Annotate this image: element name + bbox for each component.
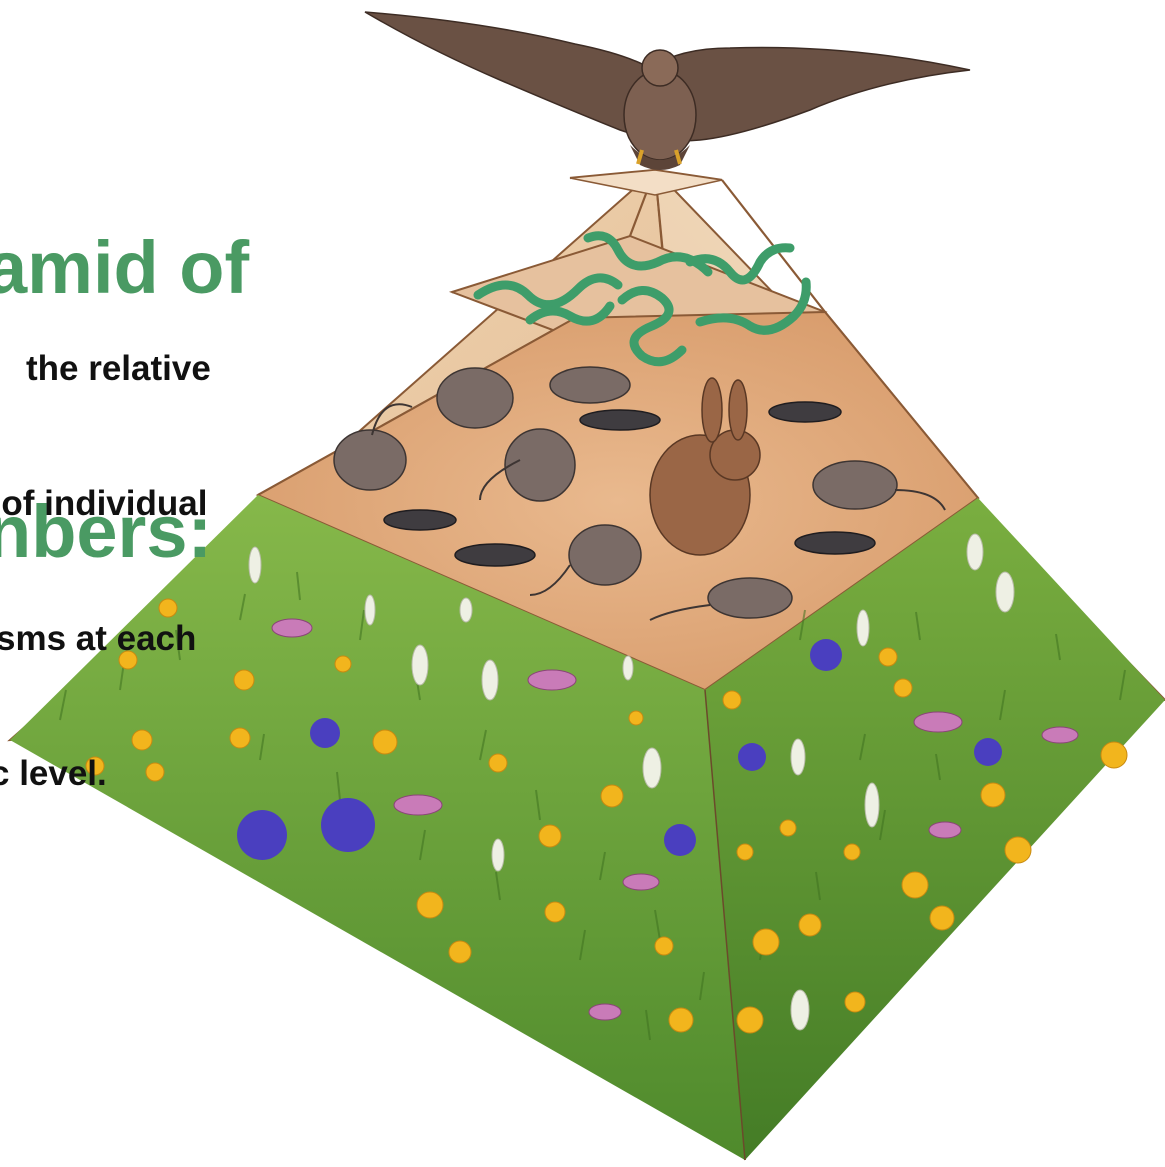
description-line-1: the relative — [26, 346, 255, 391]
description-text: the relative r of individual sms at each… — [0, 256, 229, 841]
description-line-4: c level. — [0, 751, 219, 796]
mouse — [334, 430, 406, 490]
grasshopper — [795, 532, 875, 554]
grasshopper — [580, 410, 660, 430]
description-line-2: r of individual — [0, 481, 207, 526]
mouse — [437, 368, 513, 428]
mouse — [550, 367, 630, 403]
hawk — [365, 12, 970, 170]
mouse — [569, 525, 641, 585]
description-line-3: sms at each — [0, 616, 225, 661]
grasshopper — [384, 510, 456, 530]
mouse — [505, 429, 575, 501]
platform-top — [570, 170, 722, 195]
mouse — [813, 461, 897, 509]
grasshopper — [769, 402, 841, 422]
grasshopper — [455, 544, 535, 566]
mouse — [708, 578, 792, 618]
